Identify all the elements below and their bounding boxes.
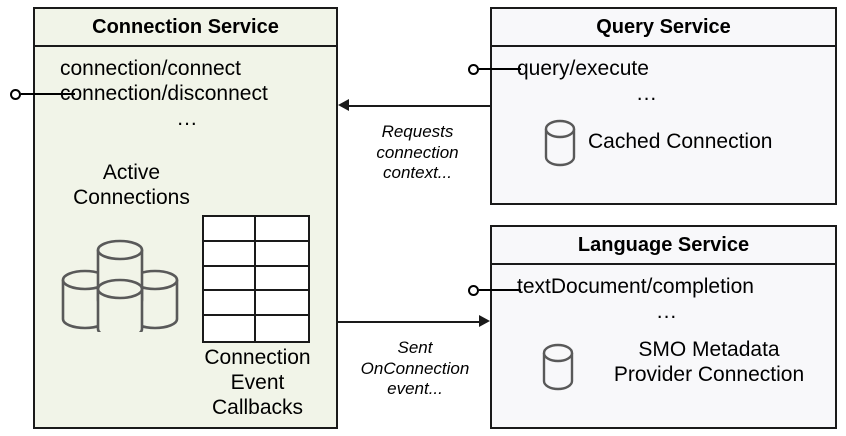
table-cell (204, 316, 256, 341)
interface-connection-disconnect: connection/disconnect (60, 81, 268, 105)
language-service-body: textDocument/completion ... SMO Metadata… (492, 265, 835, 427)
edge-label-line3: event... (387, 379, 443, 399)
query-service-ellipsis: ... (636, 81, 658, 105)
edge-label-line1: Sent (397, 338, 433, 357)
callbacks-label-line3: Callbacks (211, 396, 304, 420)
table-cell (204, 266, 256, 292)
table-cell (256, 316, 308, 341)
edge-connection-to-language-line (338, 321, 480, 323)
database-cylinder-icon (542, 119, 578, 167)
language-service-interface-list: textDocument/completion ... (517, 275, 817, 325)
edge-label-line1: Requests (381, 122, 454, 141)
interface-query-execute: query/execute (517, 57, 649, 80)
query-service-body: query/execute ... Cached Connection (492, 47, 835, 203)
active-connections-label-line2: Connections (73, 186, 190, 210)
lollipop-stem (21, 93, 75, 95)
table-grid-icon (202, 215, 310, 343)
active-connections-label-line1: Active (102, 161, 161, 184)
database-cluster-icon (55, 227, 185, 332)
table-cell (204, 217, 256, 242)
edge-connection-to-language-arrowhead (479, 315, 490, 327)
table-cell (204, 291, 256, 317)
connection-service-ellipsis: ... (177, 106, 198, 130)
language-service-ellipsis: ... (656, 299, 678, 323)
query-service-title: Query Service (492, 9, 835, 47)
lollipop-circle-icon (468, 285, 479, 296)
database-cylinder-icon (540, 343, 576, 391)
component-connection-service[interactable]: Connection Service connection/connect co… (33, 7, 338, 429)
component-language-service[interactable]: Language Service textDocument/completion… (490, 225, 837, 429)
smo-label-line1: SMO Metadata (638, 338, 780, 361)
table-cell (256, 291, 308, 317)
edge-query-to-connection-arrowhead (338, 99, 349, 111)
table-cell (204, 241, 256, 267)
connection-service-title: Connection Service (35, 9, 336, 47)
connection-service-interface-list: connection/connect connection/disconnect… (60, 57, 315, 131)
table-cell (256, 242, 308, 267)
smo-label-line2: Provider Connection (613, 363, 805, 387)
smo-metadata-provider-connection-label: SMO Metadata Provider Connection (584, 337, 834, 387)
cached-connection-label: Cached Connection (588, 130, 773, 153)
query-service-interface-list: query/execute ... (517, 57, 777, 107)
edge-label-line2: connection (376, 142, 459, 162)
edge-connection-to-language-label: Sent OnConnection event... (345, 338, 485, 400)
active-connections-label: Active Connections (49, 160, 214, 210)
edge-query-to-connection-line (348, 105, 490, 107)
edge-query-to-connection-label: Requests connection context... (355, 122, 480, 184)
lollipop-stem (479, 289, 521, 291)
connection-event-callbacks-label: Connection Event Callbacks (185, 345, 330, 421)
lollipop-circle-icon (468, 64, 479, 75)
connection-service-body: connection/connect connection/disconnect… (35, 47, 336, 427)
callbacks-label-line1: Connection (204, 346, 311, 369)
table-cell (256, 217, 308, 242)
edge-label-line3: context... (383, 163, 452, 183)
edge-label-line2: OnConnection (360, 358, 470, 378)
language-service-title: Language Service (492, 227, 835, 265)
component-query-service[interactable]: Query Service query/execute ... Cached C… (490, 7, 837, 205)
table-cell (256, 267, 308, 292)
lollipop-circle-icon (10, 89, 21, 100)
interface-connection-connect: connection/connect (60, 57, 241, 80)
lollipop-stem (479, 68, 521, 70)
callbacks-label-line2: Event (230, 371, 285, 395)
interface-textdocument-completion: textDocument/completion (517, 275, 754, 298)
